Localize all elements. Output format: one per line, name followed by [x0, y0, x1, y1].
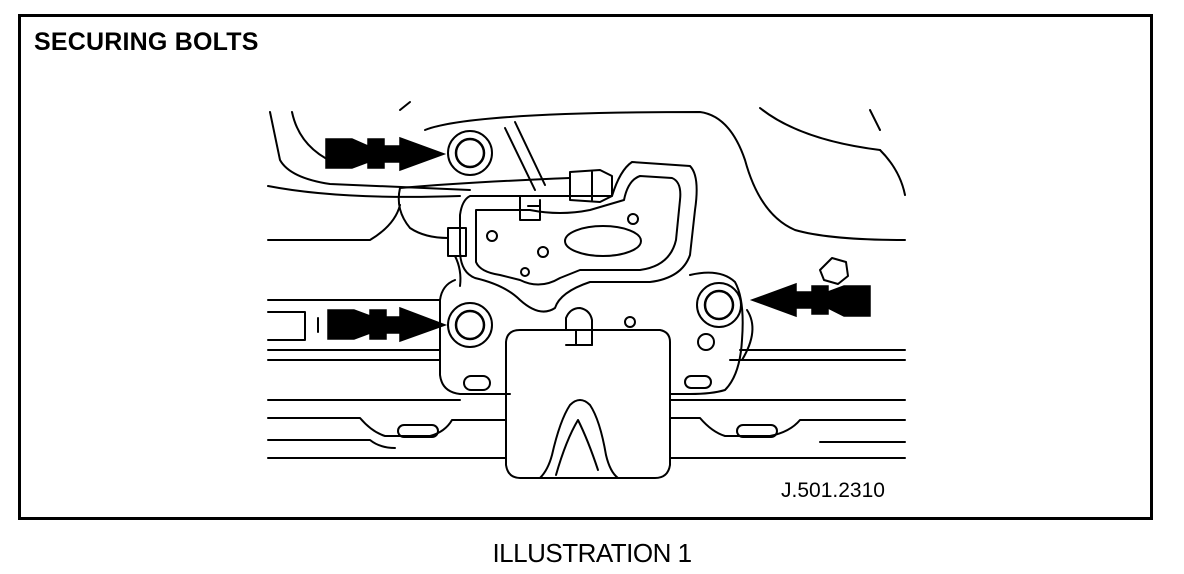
- plate-hole: [697, 333, 715, 351]
- latch-mounting-plate: [439, 271, 754, 395]
- diagram-title: SECURING BOLTS: [34, 28, 259, 56]
- arrow-right-bolt: [749, 282, 871, 318]
- illustration-caption: ILLUSTRATION 1: [492, 538, 692, 568]
- bolt-upper-left: [447, 130, 493, 176]
- body-panel: [267, 101, 906, 459]
- latch-catch: [505, 307, 671, 479]
- arrow-upper-left-bolt: [325, 136, 447, 172]
- bolt-lower-left: [447, 302, 493, 348]
- figure-reference-code: J.501.2310: [781, 479, 885, 502]
- illustration-frame: [18, 14, 1153, 520]
- latch-cable: [397, 169, 613, 287]
- bolt-right: [696, 282, 742, 328]
- latch-housing: [459, 161, 698, 328]
- arrow-lower-left-bolt: [327, 306, 448, 343]
